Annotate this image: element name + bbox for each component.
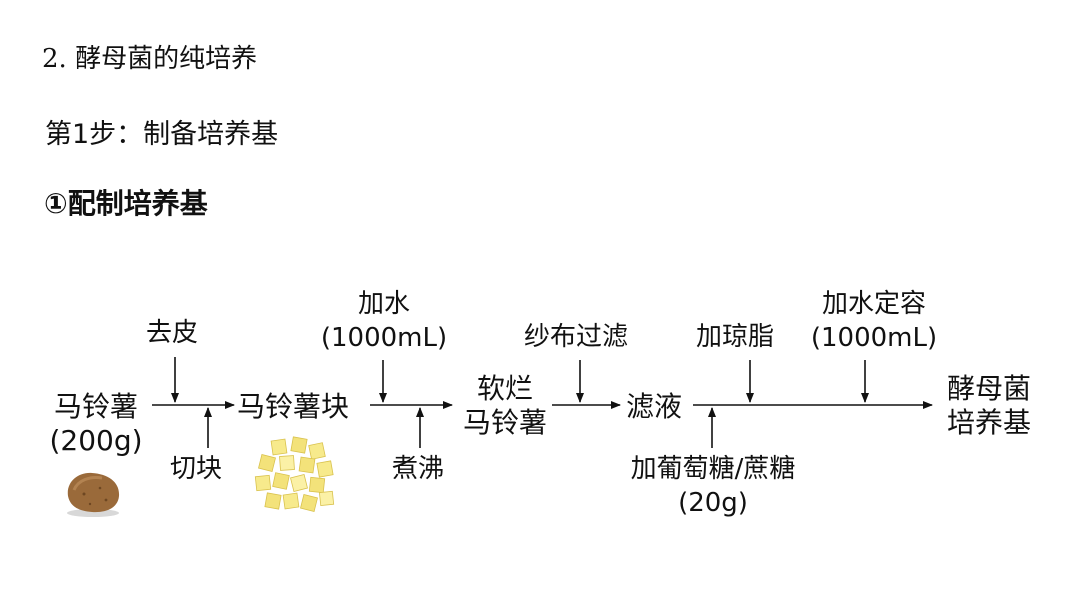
potato-icon [67,472,120,517]
substep-title: ①配制培养基 [44,187,208,220]
op-add-water-label: 加水 [357,289,410,319]
op-cut: 切块 [170,454,223,484]
node-potato-label: 马铃薯 [53,390,138,423]
op-top-up-label: 加水定容 [821,289,926,319]
op-boil: 煮沸 [392,454,445,484]
node-potato-pieces: 马铃薯块 [237,390,350,423]
op-add-sugar: 加葡萄糖/蔗糖 (20g) [606,452,820,520]
node-potato-amount: (200g) [49,424,143,457]
op-peel: 去皮 [146,318,199,348]
node-soft-potato-line1: 软烂 [476,372,533,405]
op-add-sugar-label: 加葡萄糖/蔗糖 [630,454,796,484]
op-add-agar: 加琼脂 [696,322,775,352]
step-title: 第1步：制备培养基 [45,119,279,150]
potato-cubes-icon [254,436,335,512]
node-filtrate: 滤液 [626,390,683,423]
op-top-up-volume: (1000mL) [810,323,938,353]
node-yeast-medium-line1: 酵母菌 [946,372,1031,405]
op-top-up: 加水定容 (1000mL) [806,287,942,355]
node-soft-potato: 软烂 马铃薯 [455,372,555,440]
node-yeast-medium: 酵母菌 培养基 [936,372,1042,440]
op-add-sugar-amount: (20g) [678,488,748,518]
node-soft-potato-line2: 马铃薯 [462,406,547,439]
op-add-water-volume: (1000mL) [320,323,448,353]
op-add-water: 加水 (1000mL) [318,287,450,355]
op-gauze-filter: 纱布过滤 [524,322,629,352]
node-yeast-medium-line2: 培养基 [946,406,1031,439]
section-heading: 2. 酵母菌的纯培养 [42,44,258,74]
node-potato: 马铃薯 (200g) [40,390,152,458]
